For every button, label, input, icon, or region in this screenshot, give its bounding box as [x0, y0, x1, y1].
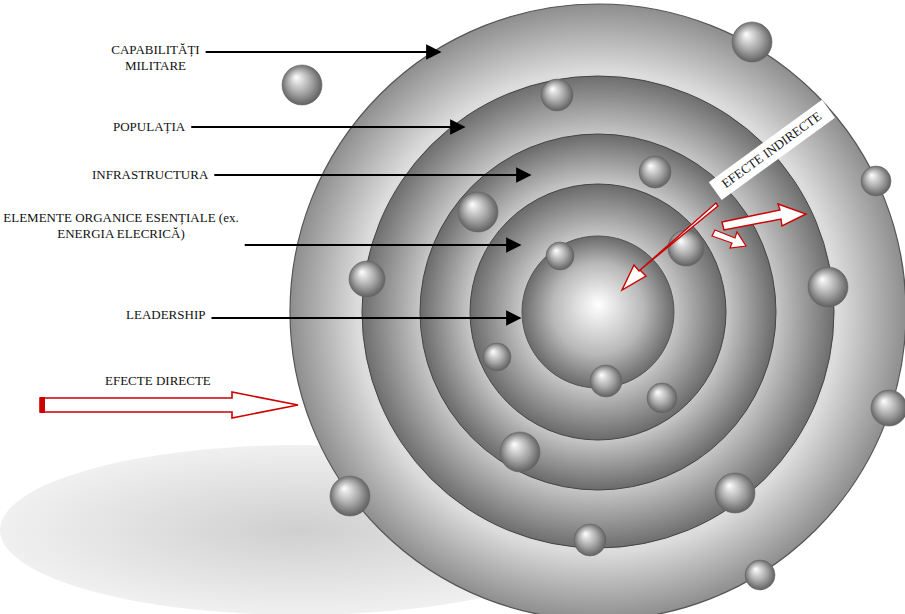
target-sphere — [282, 65, 322, 105]
target-sphere — [330, 476, 370, 516]
leadership-core — [522, 236, 674, 388]
target-sphere — [500, 432, 540, 472]
target-sphere — [590, 365, 622, 397]
ring-label: EFECTE DIRECTE — [105, 373, 211, 389]
military-ring — [290, 4, 905, 614]
leader-arrow — [211, 317, 520, 319]
target-sphere — [745, 560, 775, 590]
ring-label: INFRASTRUCTURA — [92, 167, 208, 183]
ring-label: LEADERSHIP — [126, 307, 205, 323]
target-sphere — [349, 261, 385, 297]
population-ring — [362, 76, 834, 548]
leader-arrow — [206, 51, 440, 53]
leader-arrow — [191, 126, 464, 128]
leader-arrow — [214, 174, 530, 176]
arrow-tail — [40, 397, 45, 413]
direct-effects-arrow — [40, 392, 298, 418]
ring-label: ELEMENTE ORGANICE ESENȚIALE (ex. ENERGIA… — [0, 210, 242, 243]
target-sphere — [541, 79, 573, 111]
target-sphere — [546, 242, 574, 270]
target-sphere — [871, 390, 905, 426]
target-sphere — [861, 166, 891, 196]
leader-arrow — [245, 244, 520, 246]
target-sphere — [732, 22, 772, 62]
target-sphere — [808, 267, 848, 307]
target-spheres — [282, 22, 905, 590]
target-sphere — [483, 343, 511, 371]
target-sphere — [574, 524, 606, 556]
organic-ring — [470, 184, 726, 440]
target-sphere — [639, 156, 671, 188]
target-sphere — [647, 383, 677, 413]
ring-label: POPULAȚIA — [113, 119, 185, 135]
target-sphere — [458, 192, 498, 232]
target-sphere — [715, 473, 755, 513]
indirect-effects-arrows — [622, 203, 806, 290]
ring-label: CAPABILITĂȚI MILITARE — [108, 42, 203, 75]
target-sphere — [668, 230, 704, 266]
